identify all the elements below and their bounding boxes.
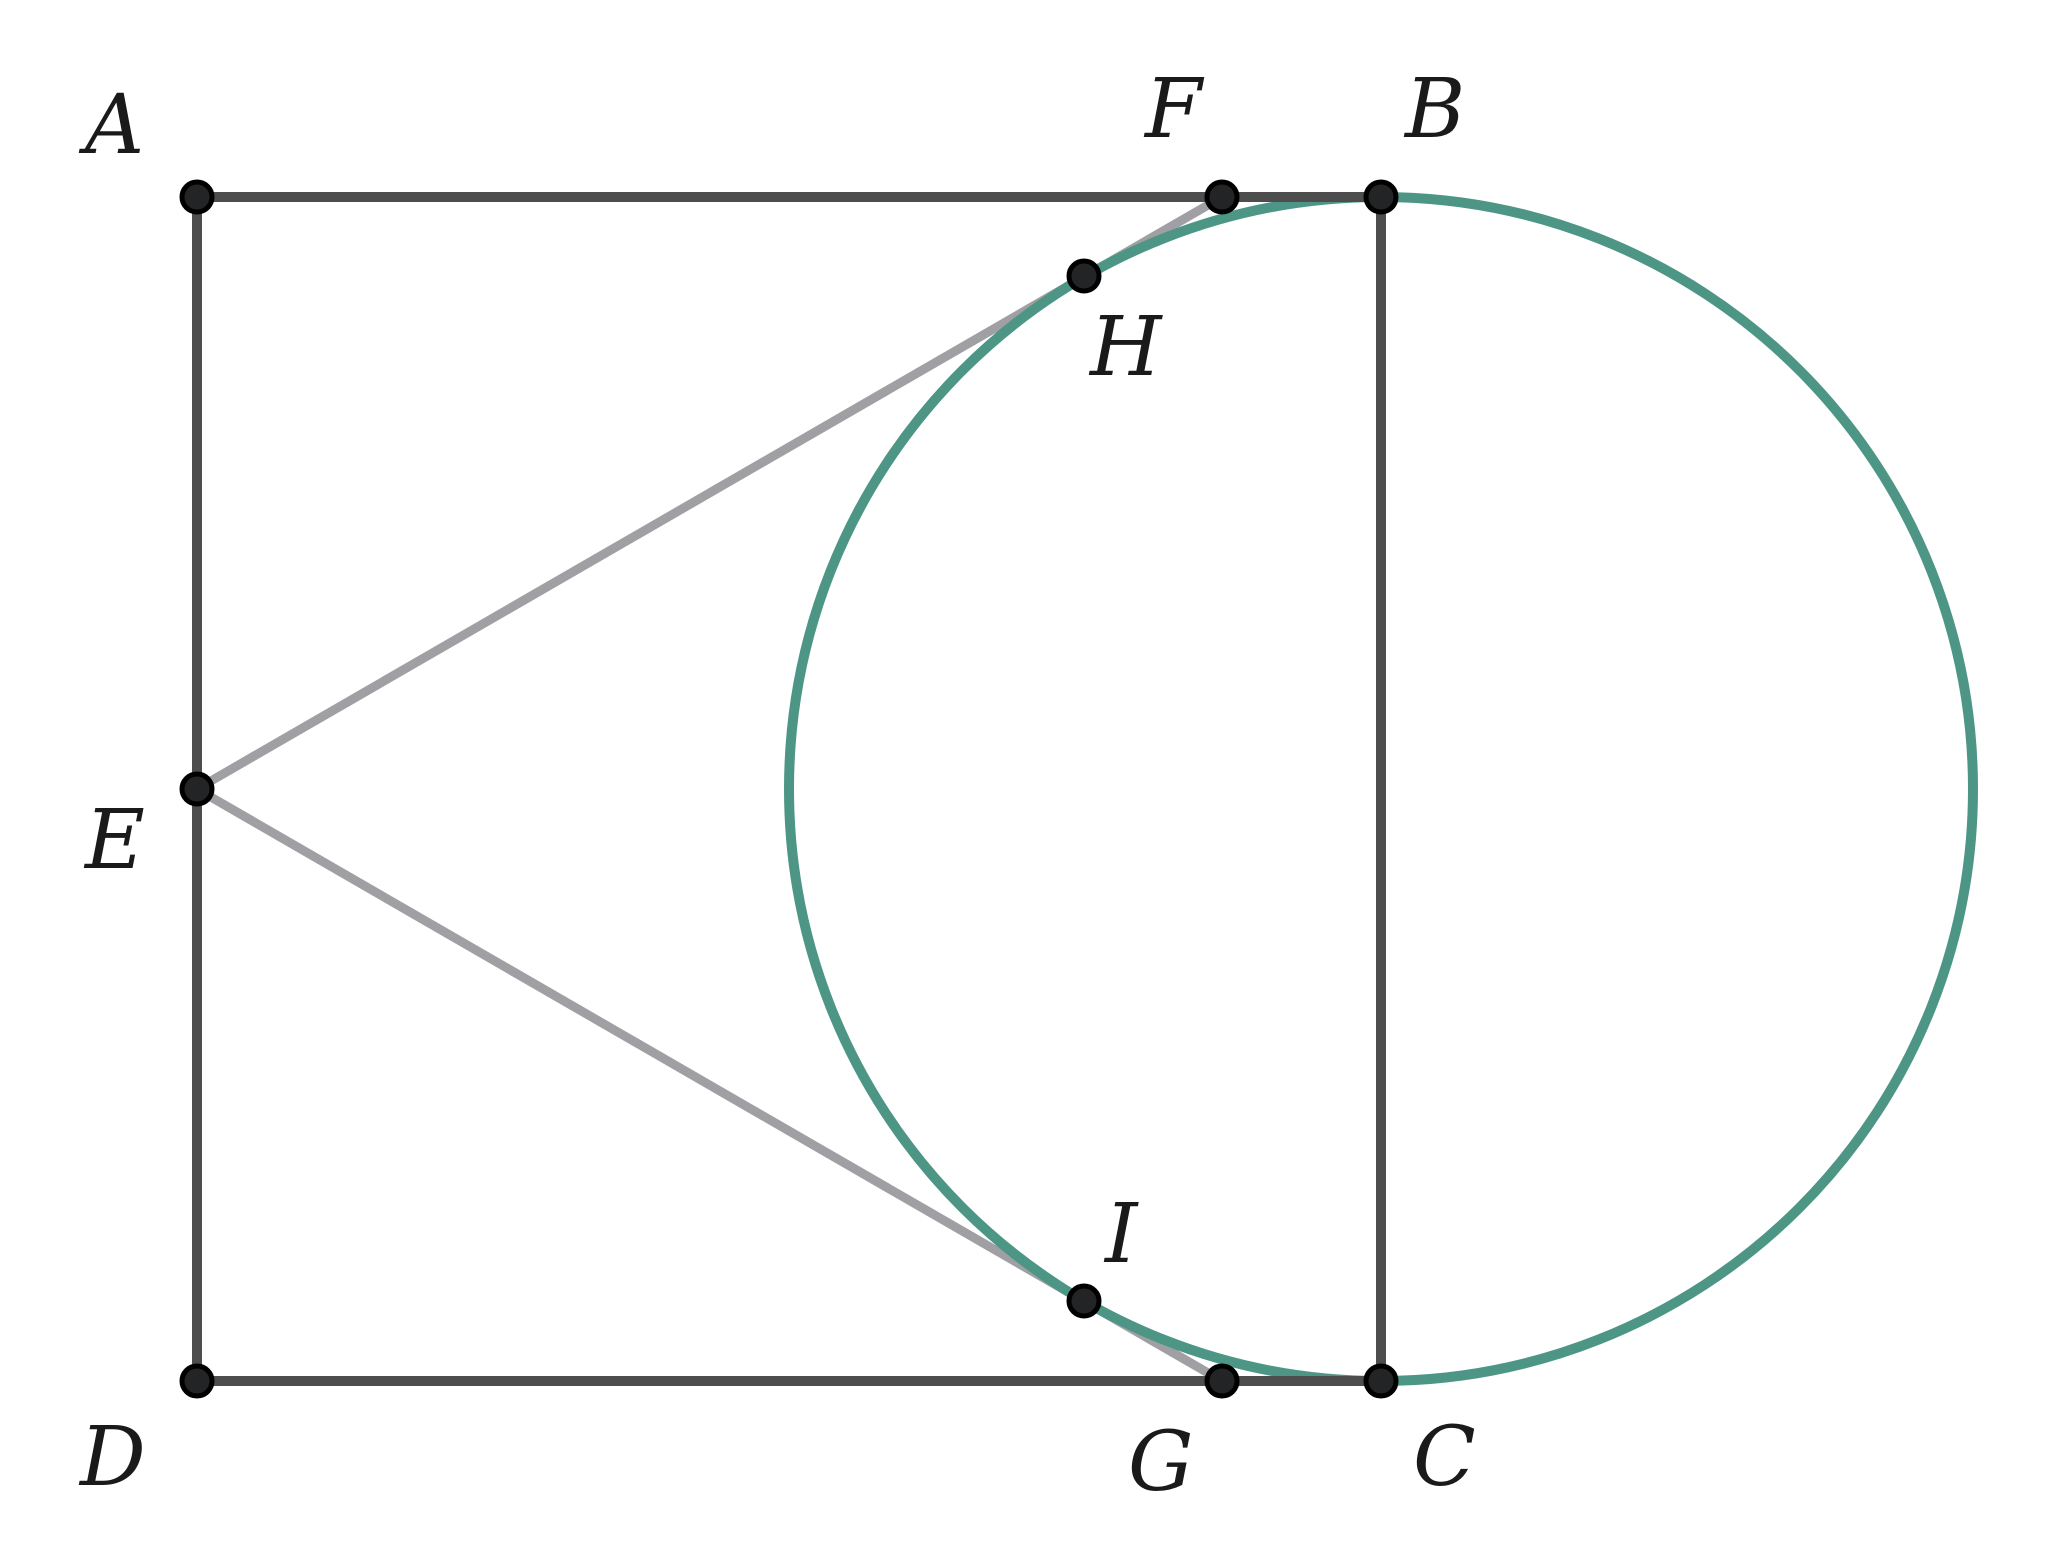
point-H: [1066, 258, 1102, 294]
label-E: E: [83, 793, 145, 888]
point-A: [179, 179, 215, 215]
label-G: G: [1128, 1415, 1194, 1510]
label-H: H: [1088, 300, 1163, 395]
label-F: F: [1143, 62, 1205, 157]
point-I: [1066, 1283, 1102, 1319]
label-D: D: [78, 1410, 146, 1505]
point-E: [179, 771, 215, 807]
point-C: [1363, 1363, 1399, 1399]
point-B: [1363, 179, 1399, 215]
label-A: A: [78, 78, 144, 173]
label-I: I: [1103, 1187, 1139, 1282]
point-F: [1204, 179, 1240, 215]
point-D: [179, 1363, 215, 1399]
point-G: [1204, 1363, 1240, 1399]
label-B: B: [1403, 62, 1465, 157]
label-C: C: [1413, 1410, 1476, 1505]
